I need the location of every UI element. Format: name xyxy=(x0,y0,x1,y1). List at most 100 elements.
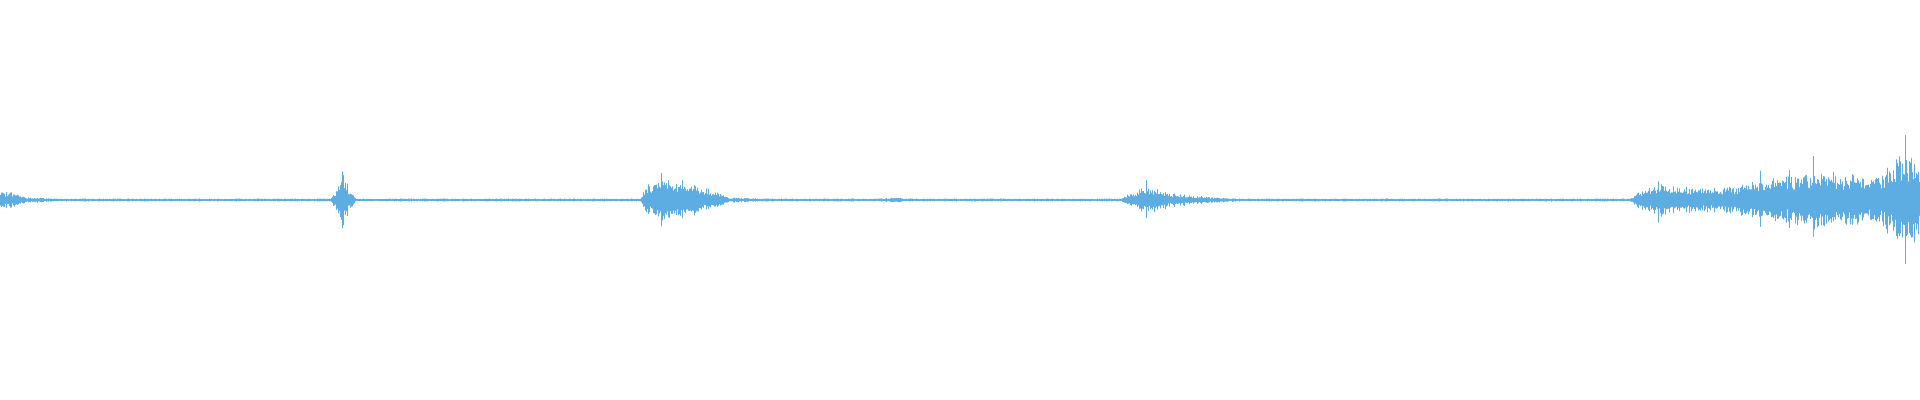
waveform-sample-bar xyxy=(1805,175,1806,221)
waveform-sample-bar xyxy=(569,198,570,202)
waveform-sample-bar xyxy=(950,198,951,202)
waveform-sample-bar xyxy=(1430,198,1431,202)
waveform-sample-bar xyxy=(91,199,92,201)
waveform-sample-bar xyxy=(233,199,234,201)
waveform-sample-bar xyxy=(1910,162,1911,236)
waveform-sample-bar xyxy=(1359,198,1360,202)
waveform-sample-bar xyxy=(1630,198,1631,202)
waveform-sample-bar xyxy=(225,198,226,202)
waveform-sample-bar xyxy=(511,199,512,202)
waveform-sample-bar xyxy=(1887,167,1888,234)
waveform-sample-bar xyxy=(6,192,7,208)
waveform-sample-bar xyxy=(632,198,633,202)
waveform-sample-bar xyxy=(777,199,778,202)
waveform-sample-bar xyxy=(1194,197,1195,203)
waveform-sample-bar xyxy=(1403,198,1404,202)
waveform-sample-bar xyxy=(554,198,555,202)
waveform-sample-bar xyxy=(1014,198,1015,201)
waveform-sample-bar xyxy=(242,199,243,202)
waveform-sample-bar xyxy=(1787,189,1788,210)
waveform-sample-bar xyxy=(967,198,968,202)
waveform-sample-bar xyxy=(214,198,215,202)
waveform-sample-bar xyxy=(471,198,472,202)
waveform-sample-bar xyxy=(1907,173,1908,235)
waveform-sample-bar xyxy=(507,198,508,201)
waveform-sample-bar xyxy=(395,198,396,202)
waveform-sample-bar xyxy=(277,198,278,202)
waveform-sample-bar xyxy=(334,195,335,206)
waveform-sample-bar xyxy=(1633,197,1634,203)
waveform-sample-bar xyxy=(1747,189,1748,212)
waveform-sample-bar xyxy=(794,199,795,201)
waveform-sample-bar xyxy=(1911,158,1912,238)
waveform-sample-bar xyxy=(607,198,608,202)
waveform-sample-bar xyxy=(1641,195,1642,206)
waveform-sample-bar xyxy=(608,198,609,202)
waveform-sample-bar xyxy=(1151,192,1152,208)
waveform-sample-bar xyxy=(891,197,892,203)
waveform-sample-bar xyxy=(1171,196,1172,204)
waveform-sample-bar xyxy=(1009,198,1010,201)
waveform-sample-bar xyxy=(165,198,166,202)
waveform-sample-bar xyxy=(1306,198,1307,202)
waveform-sample-bar xyxy=(761,198,762,202)
waveform-sample-bar xyxy=(1755,184,1756,215)
waveform-sample-bar xyxy=(863,198,864,202)
waveform-sample-bar xyxy=(21,197,22,203)
waveform-sample-bar xyxy=(435,199,436,202)
waveform-sample-bar xyxy=(1573,198,1574,202)
waveform-sample-bar xyxy=(1498,198,1499,201)
waveform-sample-bar xyxy=(1275,199,1276,202)
waveform-sample-bar xyxy=(89,198,90,202)
waveform-sample-bar xyxy=(283,199,284,202)
waveform-sample-bar xyxy=(941,198,942,201)
waveform-sample-bar xyxy=(380,199,381,202)
waveform-sample-bar xyxy=(1266,198,1267,202)
waveform-sample-bar xyxy=(407,198,408,201)
waveform-sample-bar xyxy=(163,198,164,202)
waveform-sample-bar xyxy=(1250,198,1251,202)
waveform-sample-bar xyxy=(1823,176,1824,226)
waveform-sample-bar xyxy=(968,198,969,202)
waveform-sample-bar xyxy=(118,198,119,201)
waveform-sample-bar xyxy=(1239,198,1240,202)
waveform-sample-bar xyxy=(1213,198,1214,202)
waveform-sample-bar xyxy=(1129,196,1130,204)
waveform-sample-bar xyxy=(1084,199,1085,201)
waveform-sample-bar xyxy=(641,197,642,203)
waveform-sample-bar xyxy=(450,199,451,201)
waveform-sample-bar xyxy=(137,199,138,201)
waveform-sample-bar xyxy=(754,198,755,202)
waveform-sample-bar xyxy=(1733,188,1734,210)
waveform-sample-bar xyxy=(1092,198,1093,202)
waveform-sample-bar xyxy=(885,198,886,202)
waveform-sample-bar xyxy=(340,185,341,218)
waveform-sample-bar xyxy=(1477,199,1478,201)
waveform-sample-bar xyxy=(1268,198,1269,201)
waveform-sample-bar xyxy=(939,198,940,201)
waveform-sample-bar xyxy=(745,198,746,203)
waveform-sample-bar xyxy=(679,186,680,215)
waveform-sample-bar xyxy=(105,198,106,202)
waveform-sample-bar xyxy=(1287,199,1288,202)
waveform-sample-bar xyxy=(590,198,591,201)
waveform-sample-bar xyxy=(639,198,640,202)
waveform-sample-bar xyxy=(620,198,621,202)
waveform-sample-bar xyxy=(1019,198,1020,202)
waveform-sample-bar xyxy=(222,199,223,201)
waveform-sample-bar xyxy=(1369,198,1370,202)
waveform-sample-bar xyxy=(412,199,413,201)
waveform-sample-bar xyxy=(327,198,328,202)
waveform-sample-bar xyxy=(422,198,423,202)
waveform-sample-bar xyxy=(928,199,929,202)
waveform-sample-bar xyxy=(1775,182,1776,222)
waveform-sample-bar xyxy=(62,199,63,202)
waveform-sample-bar xyxy=(1518,199,1519,202)
waveform-sample-bar xyxy=(1541,198,1542,202)
waveform-sample-bar xyxy=(865,199,866,201)
waveform-sample-bar xyxy=(503,198,504,201)
waveform-sample-bar xyxy=(1542,198,1543,202)
waveform-sample-bar xyxy=(1565,199,1566,201)
